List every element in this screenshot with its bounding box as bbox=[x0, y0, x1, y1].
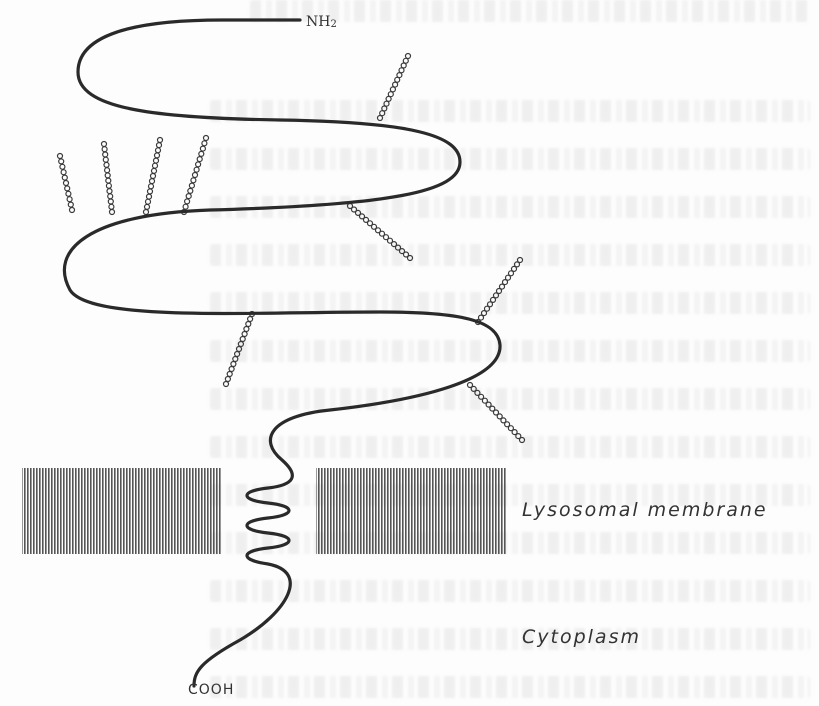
glycan-bead bbox=[105, 168, 110, 173]
n-terminus-text: NH bbox=[306, 14, 330, 30]
n-terminus-subscript: 2 bbox=[330, 19, 336, 30]
glycan-bead bbox=[189, 183, 194, 188]
n-terminus-label: NH2 bbox=[306, 14, 337, 30]
glycan-bead bbox=[147, 194, 152, 199]
glycan-bead bbox=[240, 337, 245, 342]
glycan-bead bbox=[200, 146, 205, 151]
glycan-bead bbox=[231, 362, 236, 367]
glycan-bead bbox=[152, 168, 157, 173]
glycan-bead bbox=[103, 157, 108, 162]
glycan-bead bbox=[67, 197, 72, 202]
glycan-bead bbox=[183, 204, 188, 209]
glycan-bead bbox=[64, 181, 69, 186]
glycan-bead bbox=[233, 357, 238, 362]
glycan-bead bbox=[103, 152, 108, 157]
glycan-bead bbox=[156, 148, 161, 153]
glycan-bead bbox=[62, 175, 67, 180]
glycan-bead bbox=[237, 347, 242, 352]
glycan-chain bbox=[378, 54, 411, 121]
glycan-bead bbox=[406, 54, 411, 59]
glycan-chain bbox=[348, 204, 413, 261]
glycan-bead bbox=[58, 154, 63, 159]
glycan-bead bbox=[68, 202, 73, 207]
glycan-bead bbox=[108, 194, 113, 199]
glycan-bead bbox=[61, 170, 66, 175]
glycan-bead bbox=[155, 153, 160, 158]
glycan-chain bbox=[468, 383, 525, 443]
glycan-chain bbox=[144, 138, 163, 215]
glycan-bead bbox=[248, 317, 253, 322]
glycan-bead bbox=[518, 258, 523, 263]
glycan-chain bbox=[476, 258, 523, 325]
glycan-bead bbox=[148, 189, 153, 194]
glycan-bead bbox=[202, 141, 207, 146]
glycan-bead bbox=[197, 157, 202, 162]
glycan-bead bbox=[145, 204, 150, 209]
glycan-bead bbox=[520, 438, 525, 443]
glycan-bead bbox=[149, 184, 154, 189]
glycan-bead bbox=[153, 163, 158, 168]
glycan-bead bbox=[194, 167, 199, 172]
glycan-bead bbox=[102, 142, 107, 147]
glycan-bead bbox=[102, 147, 107, 152]
glycan-bead bbox=[60, 164, 65, 169]
glycan-bead bbox=[106, 178, 111, 183]
lysosomal-membrane-label: Lysosomal membrane bbox=[522, 499, 768, 521]
glycan-bead bbox=[225, 377, 230, 382]
polypeptide-chain bbox=[64, 20, 500, 686]
c-terminus-label: COOH bbox=[188, 682, 234, 698]
glycan-bead bbox=[106, 183, 111, 188]
glycan-bead bbox=[188, 188, 193, 193]
glycan-bead bbox=[242, 332, 247, 337]
glycan-bead bbox=[246, 322, 251, 327]
glycan-chain bbox=[102, 142, 115, 215]
glycan-bead bbox=[186, 194, 191, 199]
glycan-bead bbox=[65, 186, 70, 191]
glycan-bead bbox=[229, 367, 234, 372]
glycan-bead bbox=[204, 136, 209, 141]
glycan-bead bbox=[158, 138, 163, 143]
glycan-bead bbox=[151, 174, 156, 179]
glycan-bead bbox=[157, 143, 162, 148]
glycan-bead bbox=[196, 162, 201, 167]
glycan-bead bbox=[235, 352, 240, 357]
glycan-bead bbox=[108, 199, 113, 204]
glycan-chain bbox=[182, 136, 209, 215]
glycan-chain bbox=[224, 312, 255, 387]
glycan-bead bbox=[191, 178, 196, 183]
glycan-bead bbox=[150, 179, 155, 184]
glycan-bead bbox=[185, 199, 190, 204]
glycan-bead bbox=[199, 151, 204, 156]
membrane-block-left bbox=[22, 468, 222, 554]
glycan-bead bbox=[144, 210, 149, 215]
glycan-bead bbox=[70, 208, 75, 213]
glycan-bead bbox=[104, 162, 109, 167]
glycan-bead bbox=[154, 158, 159, 163]
glycan-bead bbox=[109, 204, 114, 209]
glycan-bead bbox=[408, 256, 413, 261]
glycan-bead bbox=[59, 159, 64, 164]
glycan-chain bbox=[58, 154, 75, 213]
membrane-block-right bbox=[316, 468, 506, 554]
glycan-bead bbox=[244, 327, 249, 332]
glycan-bead bbox=[227, 372, 232, 377]
glycan-bead bbox=[146, 199, 151, 204]
glycan-bead bbox=[224, 382, 229, 387]
cytoplasm-label: Cytoplasm bbox=[522, 626, 641, 648]
glycan-bead bbox=[110, 210, 115, 215]
glycan-bead bbox=[193, 173, 198, 178]
glycan-bead bbox=[66, 191, 71, 196]
glycan-bead bbox=[238, 342, 243, 347]
glycan-bead bbox=[107, 189, 112, 194]
glycan-bead bbox=[105, 173, 110, 178]
